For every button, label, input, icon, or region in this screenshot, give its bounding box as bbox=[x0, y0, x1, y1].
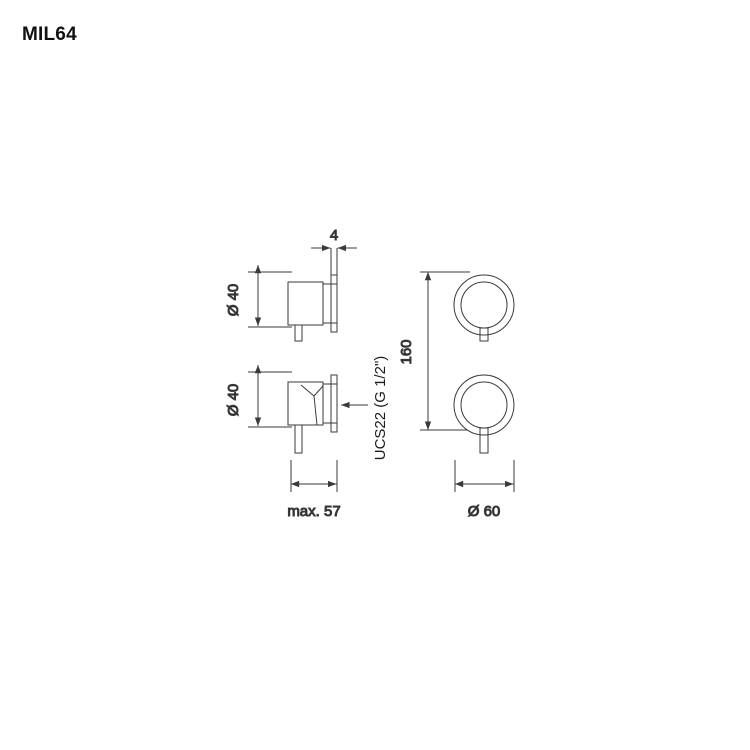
handle-stem bbox=[294, 424, 303, 454]
dimension-label-thickness: 4 bbox=[330, 227, 338, 244]
valve-collar bbox=[322, 283, 338, 324]
dimension-diameter-upper bbox=[248, 264, 292, 328]
upper-valve-front-view bbox=[453, 274, 515, 342]
dimension-diameter-lower bbox=[248, 364, 292, 428]
dimension-label-depth-max: max. 57 bbox=[287, 503, 340, 520]
lever-handle-outline bbox=[300, 384, 318, 426]
lever-handle-edge bbox=[313, 385, 324, 397]
handle-stem bbox=[479, 427, 489, 454]
wall-flange-plate bbox=[330, 274, 338, 333]
dimension-label-diameter-upper: Ø 40 bbox=[225, 284, 242, 317]
dimension-spacing-vertical bbox=[420, 271, 470, 431]
lower-valve-front-view bbox=[453, 374, 515, 454]
valve-body bbox=[287, 281, 324, 326]
handle-stem bbox=[294, 324, 303, 342]
upper-valve-side-view bbox=[287, 274, 338, 342]
valve-collar bbox=[322, 383, 338, 424]
lower-valve-side-view bbox=[287, 374, 338, 454]
handle-stem bbox=[479, 327, 489, 342]
connection-callout-label: UCS22 (G 1/2") bbox=[372, 356, 389, 461]
rosette-inner-circle bbox=[460, 281, 508, 329]
page-title: MIL64 bbox=[22, 24, 77, 45]
dimension-label-diameter-lower: Ø 40 bbox=[225, 384, 242, 417]
rosette-outer-circle bbox=[453, 274, 515, 336]
rosette-inner-circle bbox=[460, 381, 508, 429]
dimension-depth-max bbox=[290, 460, 338, 492]
dimension-label-spacing: 160 bbox=[398, 339, 415, 364]
dimension-label-rosette-diameter: Ø 60 bbox=[468, 503, 501, 520]
dimension-rosette-diameter bbox=[454, 460, 515, 492]
rosette-outer-circle bbox=[453, 374, 515, 436]
wall-flange-plate bbox=[330, 374, 338, 433]
